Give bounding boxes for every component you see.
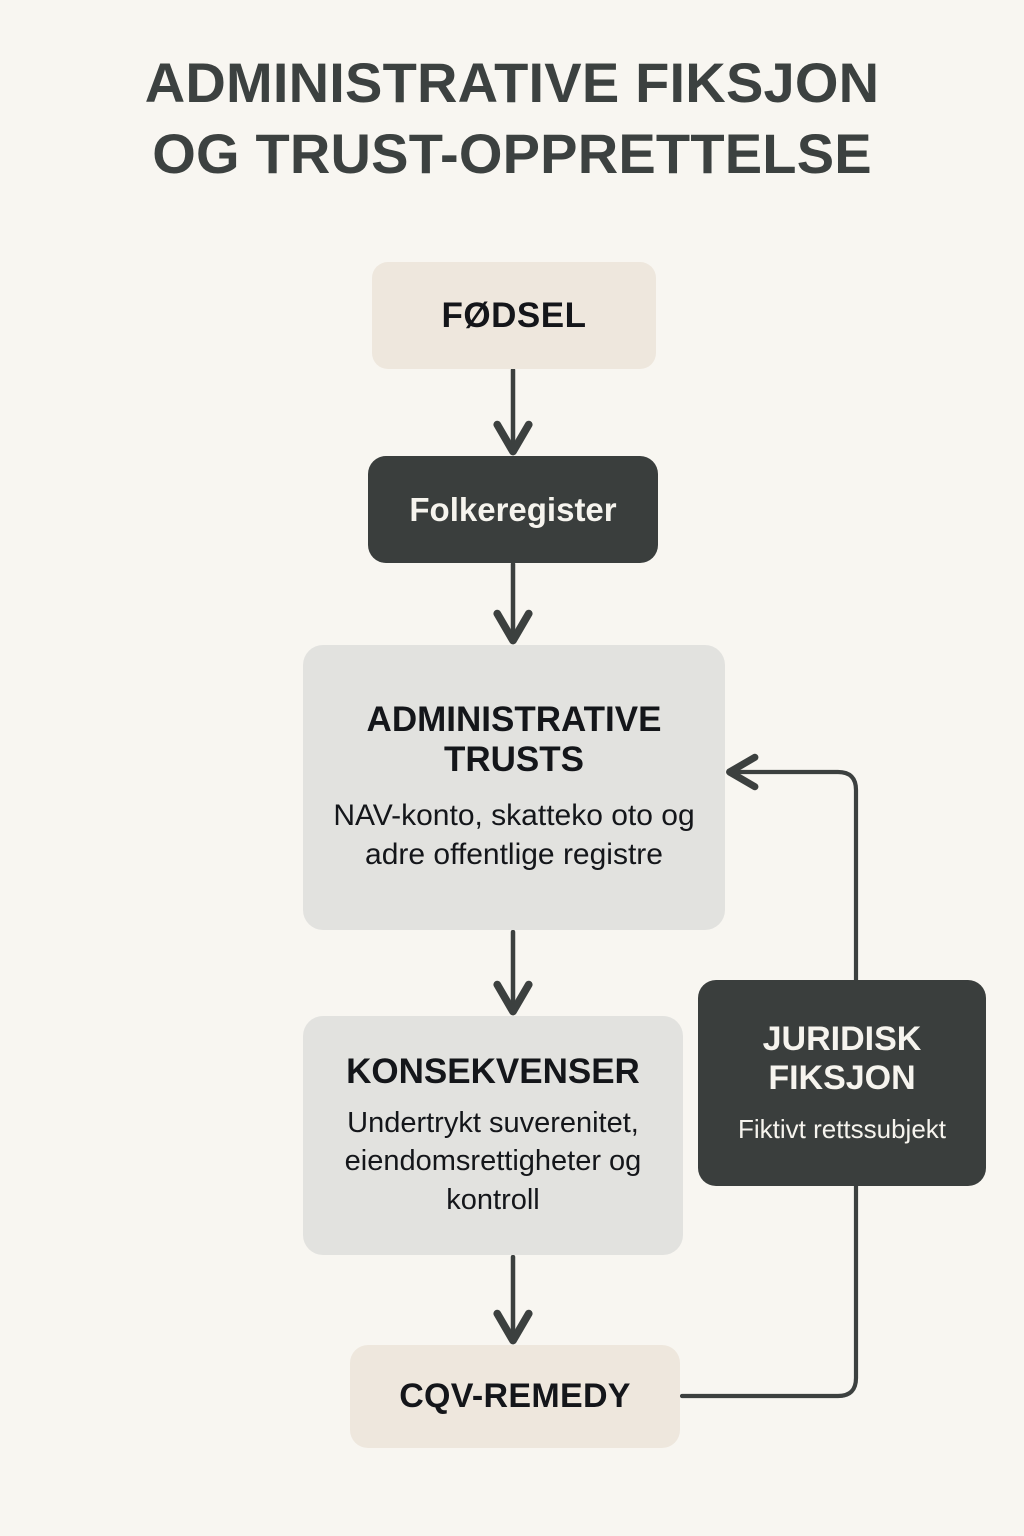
node-folkeregister-title: Folkeregister — [409, 490, 617, 528]
page-title-line-2: OG TRUST-OPPRETTELSE — [152, 121, 872, 185]
node-cqv-remedy-title: CQV-REMEDY — [399, 1377, 631, 1416]
node-juridisk-fiksjon[interactable]: JURIDISK FIKSJON Fiktivt rettssubjekt — [698, 980, 986, 1186]
node-administrative-trusts-title: ADMINISTRATIVE TRUSTS — [366, 700, 662, 779]
node-konsekvenser-title: KONSEKVENSER — [346, 1052, 640, 1092]
node-cqv-remedy[interactable]: CQV-REMEDY — [350, 1345, 680, 1448]
node-fodsel-title: FØDSEL — [441, 295, 587, 335]
node-administrative-trusts-subtitle: NAV-konto, skatteko oto og adre offentli… — [333, 798, 695, 872]
node-juridisk-fiksjon-subtitle: Fiktivt rettssubjekt — [737, 1113, 947, 1144]
node-administrative-trusts[interactable]: ADMINISTRATIVE TRUSTS NAV-konto, skattek… — [303, 645, 725, 930]
page-title: ADMINISTRATIVE FIKSJON OG TRUST-OPPRETTE… — [0, 48, 1024, 189]
node-fodsel[interactable]: FØDSEL — [372, 262, 656, 369]
node-konsekvenser[interactable]: KONSEKVENSER Undertrykt suverenitet, eie… — [303, 1016, 683, 1255]
node-juridisk-fiksjon-title: JURIDISK FIKSJON — [762, 1020, 922, 1097]
node-folkeregister[interactable]: Folkeregister — [368, 456, 658, 563]
node-konsekvenser-subtitle: Undertrykt suverenitet, eiendomsrettighe… — [344, 1107, 642, 1216]
page-title-line-1: ADMINISTRATIVE FIKSJON — [144, 51, 880, 114]
